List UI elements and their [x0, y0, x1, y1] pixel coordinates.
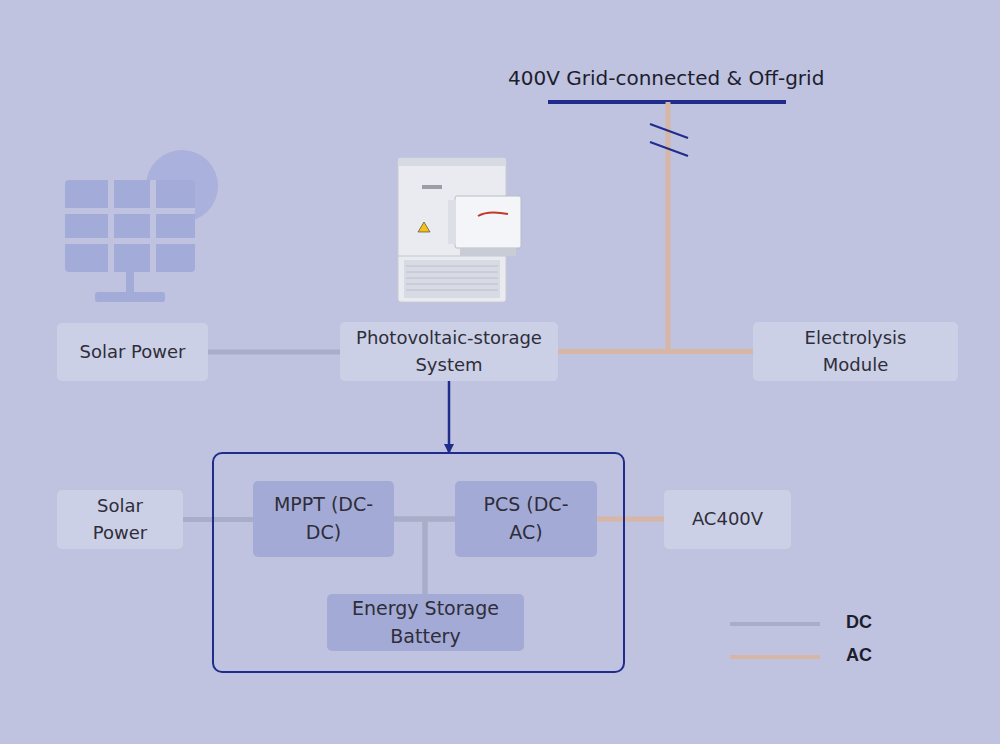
arrow-connector: [448, 381, 451, 452]
legend-text: AC: [846, 645, 872, 666]
solar-panel-icon: [65, 150, 218, 302]
node-text: AC400V: [692, 506, 763, 532]
legend-text: DC: [846, 612, 872, 633]
group-frame: MPPT (DC-DC) PCS (DC-AC) Energy Storage Ba…: [212, 452, 625, 673]
cabinet-illustration: [398, 158, 521, 302]
load-box: Electrolysis Module: [753, 322, 958, 381]
grid-label: 400V Grid-connected & Off-grid: [508, 66, 824, 90]
power-line: [425, 519, 455, 594]
system-box: Photovoltaic-storage System: [340, 322, 558, 381]
node-text: PCS (DC-AC): [476, 491, 576, 546]
grid-bus: [548, 102, 786, 352]
node-text: Solar Power: [75, 493, 165, 545]
source-box: Solar Power: [57, 490, 183, 549]
converter-box: PCS (DC-AC): [455, 481, 597, 557]
power-line: [394, 519, 425, 594]
power-line: [394, 517, 455, 522]
converter-box: MPPT (DC-DC): [253, 481, 394, 557]
power-line: [597, 517, 664, 522]
power-line: [558, 349, 753, 354]
node-text: Solar Power: [79, 339, 185, 365]
power-line: [208, 350, 340, 355]
source-box: Solar Power: [57, 323, 208, 381]
legend-line-ac: [730, 655, 820, 659]
legend-line-dc: [730, 622, 820, 626]
node-text: Photovoltaic-storage System: [349, 325, 549, 377]
power-line: [183, 517, 253, 522]
node-text: Energy Storage Battery: [341, 595, 511, 650]
output-box: AC400V: [664, 490, 791, 549]
node-text: Electrolysis Module: [791, 325, 921, 377]
battery-box: Energy Storage Battery: [327, 594, 524, 651]
node-text: MPPT (DC-DC): [274, 491, 374, 546]
